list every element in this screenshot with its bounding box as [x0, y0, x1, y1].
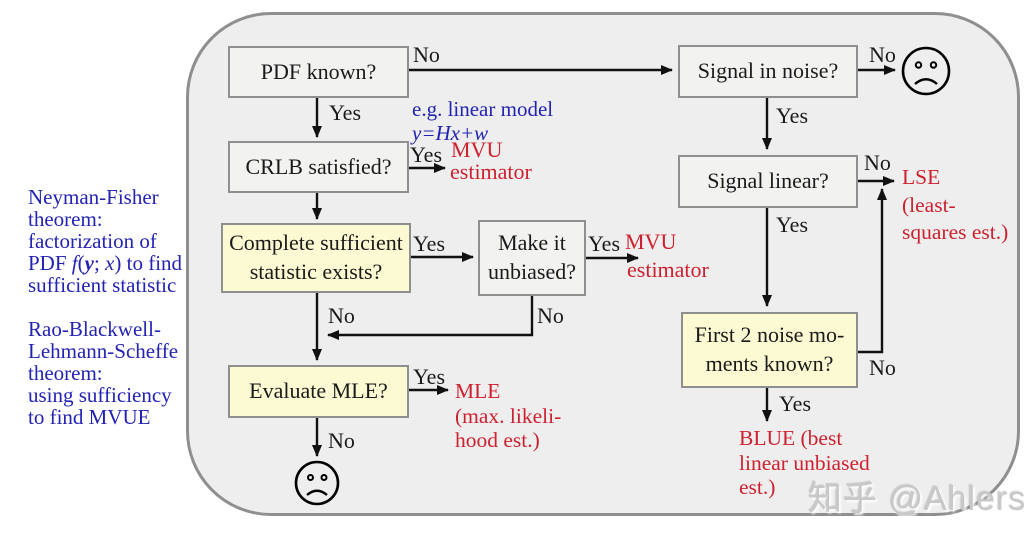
node-label: statistic exists? [249, 259, 383, 284]
note-line: sufficient statistic [28, 273, 177, 297]
node-first-two-moments: First 2 noise mo- ments known? [681, 312, 858, 388]
edge-label-no-signal-linear: No [864, 150, 891, 175]
node-label: Signal in noise? [697, 58, 839, 84]
edge-label-yes-moments: Yes [779, 391, 812, 416]
note-line: using sufficiency [28, 383, 172, 407]
node-label: Evaluate MLE? [249, 378, 388, 404]
annotation-line: linear unbiased [739, 450, 870, 475]
node-label: Make it [498, 230, 566, 256]
annotation-line: est.) [739, 475, 776, 499]
annotation-blue-estimator: BLUE (best linear unbiased est.) [739, 426, 870, 500]
node-signal-linear: Signal linear? [678, 155, 858, 208]
note-line: Lehmann-Scheffe [28, 339, 179, 363]
edge-label-yes-make: Yes [588, 231, 621, 256]
annotation-mle: MLE (max. likeli- hood est.) [455, 379, 561, 453]
annotation-line: (max. likeli- [455, 403, 562, 428]
edge-label-no-moments: No [869, 355, 896, 380]
annotation-linear-model: e.g. linear model y=Hx+w [412, 97, 553, 145]
node-label: First 2 noise mo- [694, 322, 845, 348]
note-neyman-fisher: Neyman-Fisher theorem: factorization of … [28, 186, 182, 296]
annotation-line: LSE [902, 165, 941, 189]
edge-label-yes-pdf: Yes [329, 100, 362, 125]
note-line: factorization of [28, 229, 157, 253]
node-label: Complete sufficient [229, 230, 403, 256]
note-line: theorem: [28, 361, 103, 385]
edge-label-no-complete: No [328, 303, 355, 328]
note-line: Rao-Blackwell- [28, 317, 161, 341]
node-label: ments known? [705, 351, 834, 376]
edge-label-yes-signal-noise: Yes [776, 103, 809, 128]
note-line: Neyman-Fisher [28, 185, 159, 209]
annotation-line: y=Hx+w [412, 121, 489, 145]
edge-label-yes-complete: Yes [413, 231, 446, 256]
node-label: CRLB satisfied? [245, 153, 392, 179]
annotation-line: e.g. linear model [412, 97, 554, 121]
annotation-line: BLUE (best [739, 426, 843, 450]
node-make-unbiased: Make it unbiased? [478, 220, 586, 296]
annotation-line: MLE [455, 379, 501, 403]
edge-label-no-signal-noise: No [869, 42, 896, 67]
node-label: unbiased? [488, 259, 576, 284]
annotation-line: hood est.) [455, 428, 540, 452]
edge-label-no-make: No [537, 303, 564, 328]
node-label: PDF known? [260, 58, 377, 84]
node-evaluate-mle: Evaluate MLE? [228, 365, 409, 418]
edge-label-yes-crlb: Yes [410, 142, 443, 167]
note-line: PDF f(y; x) to find [28, 251, 183, 275]
edge-label-no-pdf: No [413, 42, 440, 67]
watermark: 知乎 @Ahlers [808, 480, 1027, 518]
node-signal-in-noise: Signal in noise? [678, 45, 858, 98]
node-complete-sufficient: Complete sufficient statistic exists? [221, 223, 411, 293]
annotation-line: (least- [902, 192, 956, 217]
edge-label-yes-evaluate: Yes [413, 364, 446, 389]
node-crlb-satisfied: CRLB satisfied? [228, 141, 409, 193]
note-line: theorem: [28, 207, 103, 231]
note-line: to find MVUE [28, 405, 151, 429]
edge-label-yes-signal-linear: Yes [776, 212, 809, 237]
node-pdf-known: PDF known? [228, 46, 409, 98]
annotation-lse: LSE (least- squares est.) [902, 164, 1008, 247]
annotation-line: squares est.) [902, 220, 1009, 244]
note-rao-blackwell: Rao-Blackwell- Lehmann-Scheffe theorem: … [28, 318, 178, 428]
edge-label-no-evaluate: No [328, 428, 355, 453]
node-label: Signal linear? [707, 168, 829, 194]
